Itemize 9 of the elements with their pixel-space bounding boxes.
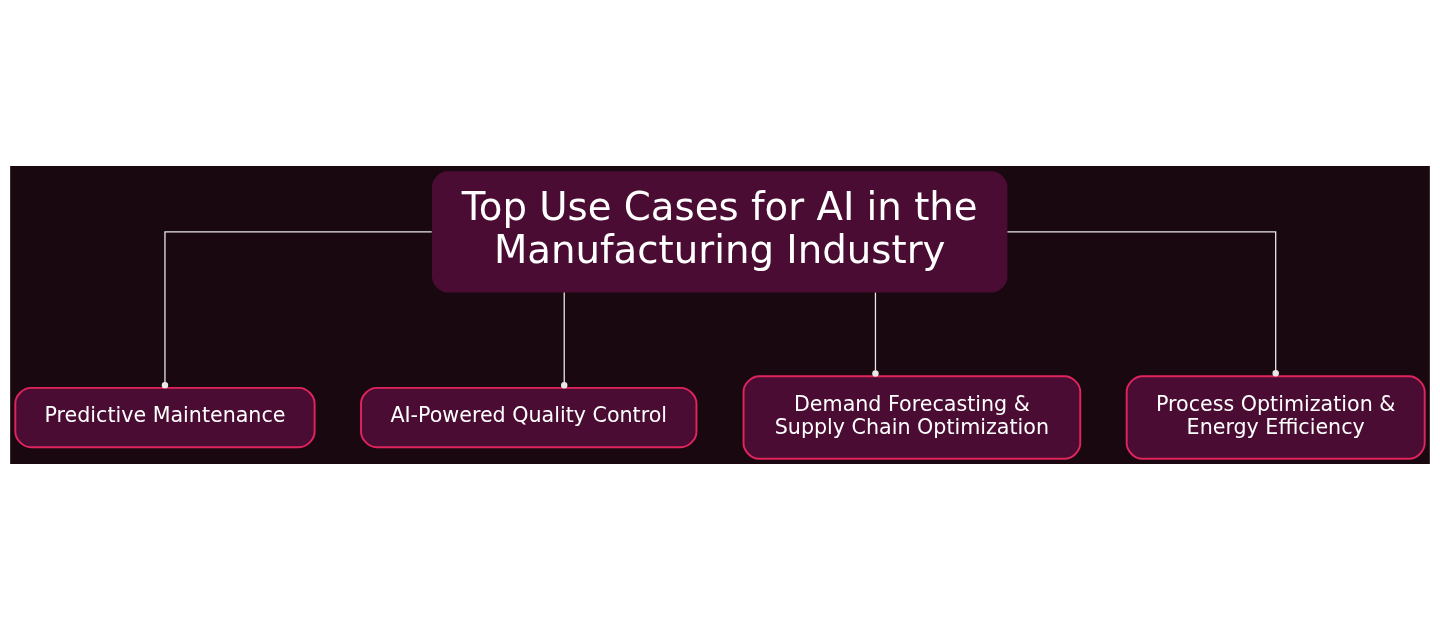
connector — [1006, 231, 1279, 377]
connector — [872, 291, 879, 377]
node-box: Predictive Maintenance — [14, 386, 316, 449]
connector — [561, 291, 568, 389]
node-box: Process Optimization & Energy Efficiency — [1125, 375, 1426, 460]
node-box: AI-Powered Quality Control — [360, 386, 698, 449]
node-box: Top Use Cases for AI in the Manufacturing Industry — [432, 171, 1008, 293]
node-box: Demand Forecasting & Supply Chain Optimization — [742, 375, 1082, 460]
connector — [161, 231, 433, 389]
